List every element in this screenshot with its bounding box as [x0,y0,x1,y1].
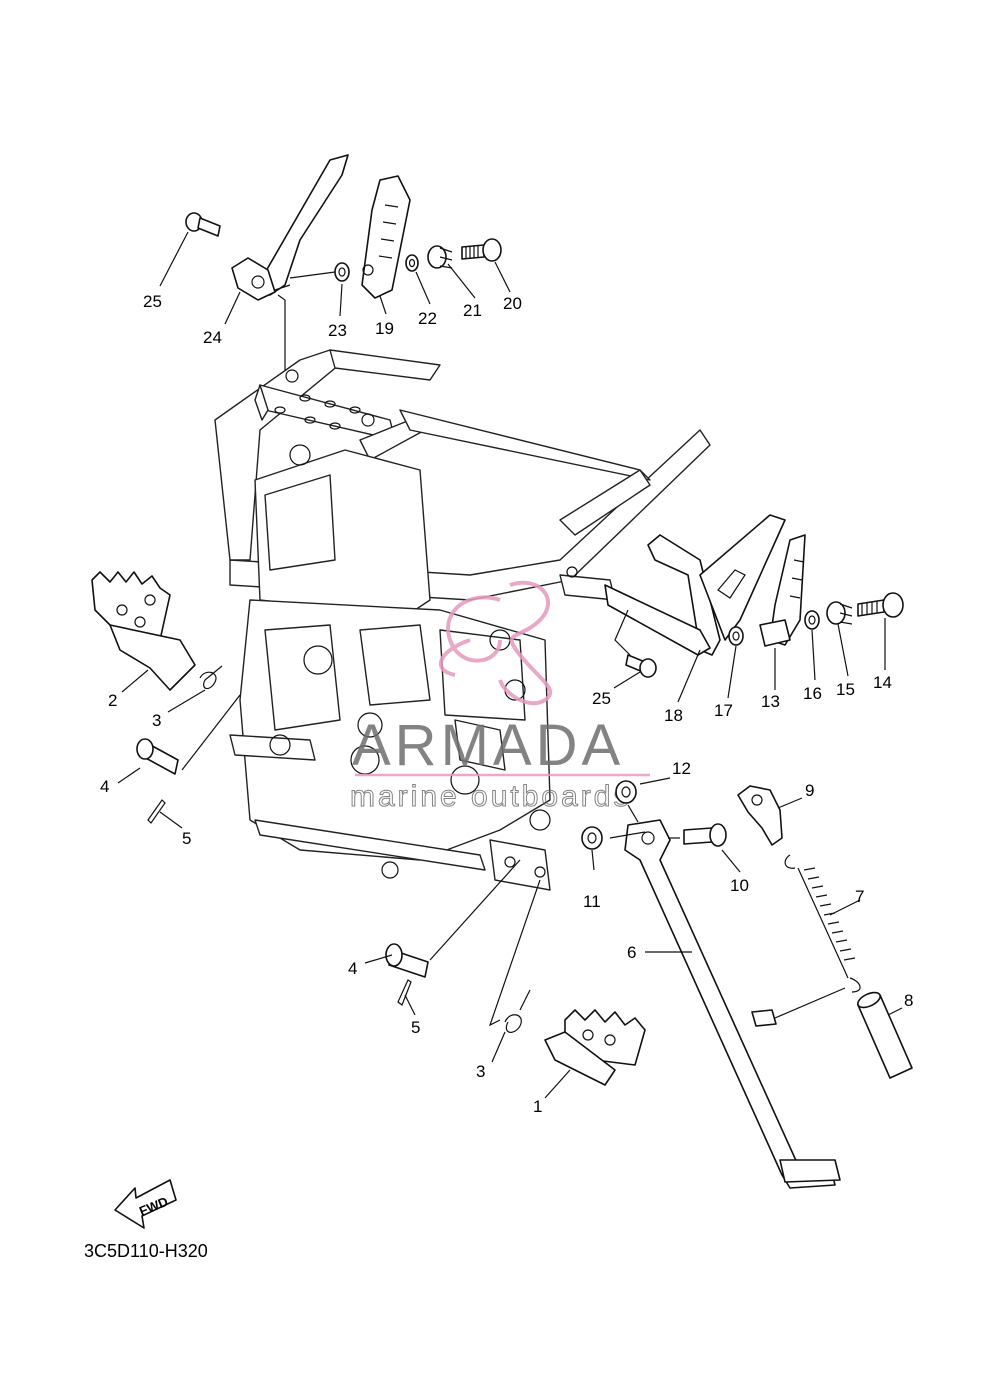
diagram-code: 3C5D110-H320 [84,1241,208,1261]
callout-9: 9 [805,781,814,800]
callout-7: 7 [855,887,864,906]
part-4-pin-lower [385,943,429,978]
callout-3-left: 3 [152,711,161,730]
part-10-bolt [683,823,727,847]
part-21-spring [427,245,453,269]
callout-3-lower: 3 [476,1062,485,1081]
callout-14: 14 [873,673,892,692]
callout-17: 17 [714,701,733,720]
callout-4-lower: 4 [348,959,357,978]
callout-10: 10 [730,876,749,895]
watermark-tagline: marine outboards [350,780,631,813]
callout-25-top: 25 [143,292,162,311]
part-18-bracket [604,514,786,656]
part-14-bolt [857,592,904,618]
callout-22: 22 [418,309,437,328]
callout-15: 15 [836,680,855,699]
part-7-spring [784,854,861,993]
part-4-pin-left [136,738,179,775]
part-1-footpeg [544,1009,646,1086]
part-3-spring-lower [504,989,531,1033]
part-23-washer [334,262,350,282]
part-16-washer [804,610,820,630]
callout-labels: 1 2 3 3 4 4 5 5 6 7 8 9 10 11 12 13 14 1… [100,292,913,1116]
callout-8: 8 [904,991,913,1010]
part-19-footpeg [361,175,411,299]
callout-12: 12 [672,759,691,778]
part-5-cotter-left [147,799,166,824]
part-3-spring-left [199,665,223,690]
part-13-footpeg [759,534,806,647]
callout-18: 18 [664,706,683,725]
callout-5-left: 5 [182,829,191,848]
part-9-bracket [737,785,783,846]
callout-11: 11 [583,892,601,911]
callout-5-lower: 5 [411,1018,420,1037]
callout-1: 1 [533,1097,542,1116]
watermark: ARMADA marine outboards [350,580,650,814]
watermark-logo-icon [439,580,553,706]
callout-16: 16 [803,684,822,703]
fwd-arrow-icon: FWD [114,1179,177,1229]
callout-2: 2 [108,691,117,710]
part-22-washer [405,254,419,272]
part-8-sleeve [857,991,913,1079]
callout-6: 6 [627,943,636,962]
part-24-bracket [231,154,349,301]
part-5-cotter-lower [397,979,412,1006]
callout-20: 20 [503,294,522,313]
callout-21: 21 [463,301,482,320]
callout-23: 23 [328,321,347,340]
part-25-bolt-right [625,654,657,678]
part-11-nut [581,826,603,850]
callout-leaders [117,231,903,1099]
part-25-bolt-top [185,212,221,237]
callout-24: 24 [203,328,222,347]
part-20-bolt [461,238,502,262]
part-17-washer [728,626,744,646]
callout-13: 13 [761,692,780,711]
callout-25-right: 25 [592,689,611,708]
part-12-spring [615,780,637,804]
part-2-footpeg [91,571,196,691]
watermark-name: ARMADA [352,713,624,778]
part-6-sidestand [624,819,841,1189]
part-15-spring [826,601,853,625]
callout-4-left: 4 [100,777,109,796]
frame-assembly [214,349,711,891]
callout-19: 19 [375,319,394,338]
